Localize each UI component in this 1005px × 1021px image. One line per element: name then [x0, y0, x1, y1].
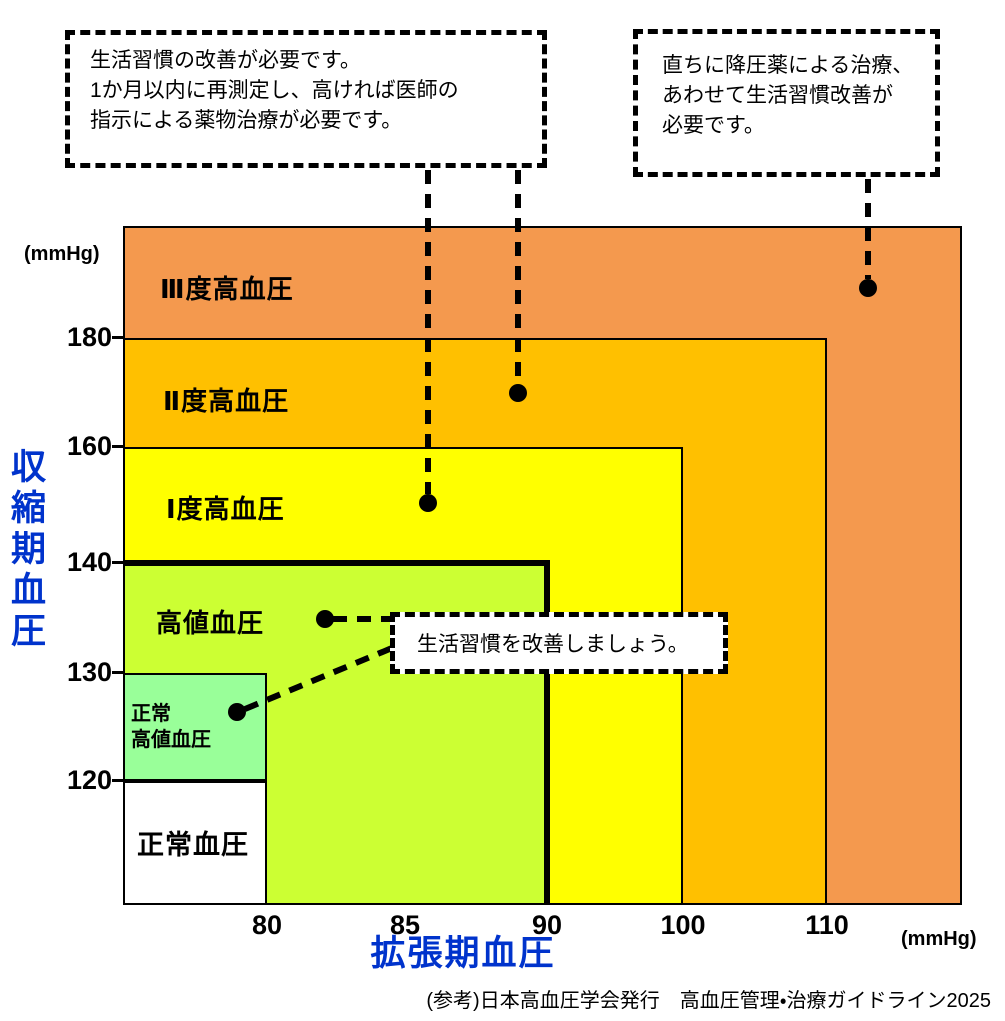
source-caption: (参考)日本高血圧学会発行 高血圧管理・治療ガイドライン2025 — [426, 990, 991, 1012]
x-tick-80: 80 — [251, 910, 283, 940]
callout-improve-lifestyle: 生活習慣を改善しましょう。 — [390, 612, 728, 674]
x-tick-100: 100 — [660, 910, 706, 940]
y-tick-140: 140 — [66, 547, 112, 577]
region-label-grade3: Ⅲ度高血圧 — [160, 274, 294, 304]
y-tick-130: 130 — [66, 657, 112, 687]
region-label-elevated: 高値血圧 — [156, 608, 265, 638]
y-tickmark — [112, 779, 123, 782]
callout-immediate-treatment: 直ちに降圧薬による治療、 あわせて生活習慣改善が 必要です。 — [633, 29, 940, 177]
y-tickmark — [112, 671, 123, 674]
y-axis-unit: (mmHg) — [24, 243, 100, 265]
x-axis-title-diastolic: 拡張期血圧 — [370, 934, 556, 973]
region-normal-bp — [123, 781, 267, 905]
callout-text-line: 必要です。 — [662, 114, 765, 137]
y-tick-180: 180 — [66, 322, 112, 352]
callout-text-line: 生活習慣の改善が必要です。 — [90, 49, 361, 72]
callout-lifestyle-remeasure: 生活習慣の改善が必要です。 1か月以内に再測定し、高ければ医師の 指示による薬物… — [65, 30, 547, 168]
y-tick-160: 160 — [66, 431, 112, 461]
x-tick-110: 110 — [805, 910, 849, 940]
y-tickmark — [112, 561, 123, 564]
callout-text-line: 直ちに降圧薬による治療、 — [662, 54, 914, 77]
y-axis-title-systolic: 収縮期血圧 — [6, 448, 45, 653]
region-label-normal: 正常血圧 — [137, 830, 249, 860]
y-tick-120: 120 — [66, 765, 112, 795]
x-tick-90: 90 — [531, 910, 563, 940]
y-tickmark — [112, 336, 123, 339]
y-tickmark — [112, 445, 123, 448]
x-tick-85: 85 — [389, 910, 421, 940]
callout-text-line: あわせて生活習慣改善が — [662, 84, 893, 107]
callout-text-line: 生活習慣を改善しましょう。 — [417, 633, 689, 656]
callout-text-line: 1か月以内に再測定し、高ければ医師の — [90, 79, 459, 102]
callout-text-line: 指示による薬物治療が必要です。 — [90, 109, 403, 132]
region-label-normal-high: 正常 高値血圧 — [131, 703, 211, 751]
region-label-grade2: Ⅱ度高血圧 — [163, 386, 290, 416]
region-label-grade1: Ⅰ度高血圧 — [166, 494, 285, 524]
region-normal-high-bp — [123, 673, 267, 781]
x-axis-unit: (mmHg) — [901, 928, 977, 950]
